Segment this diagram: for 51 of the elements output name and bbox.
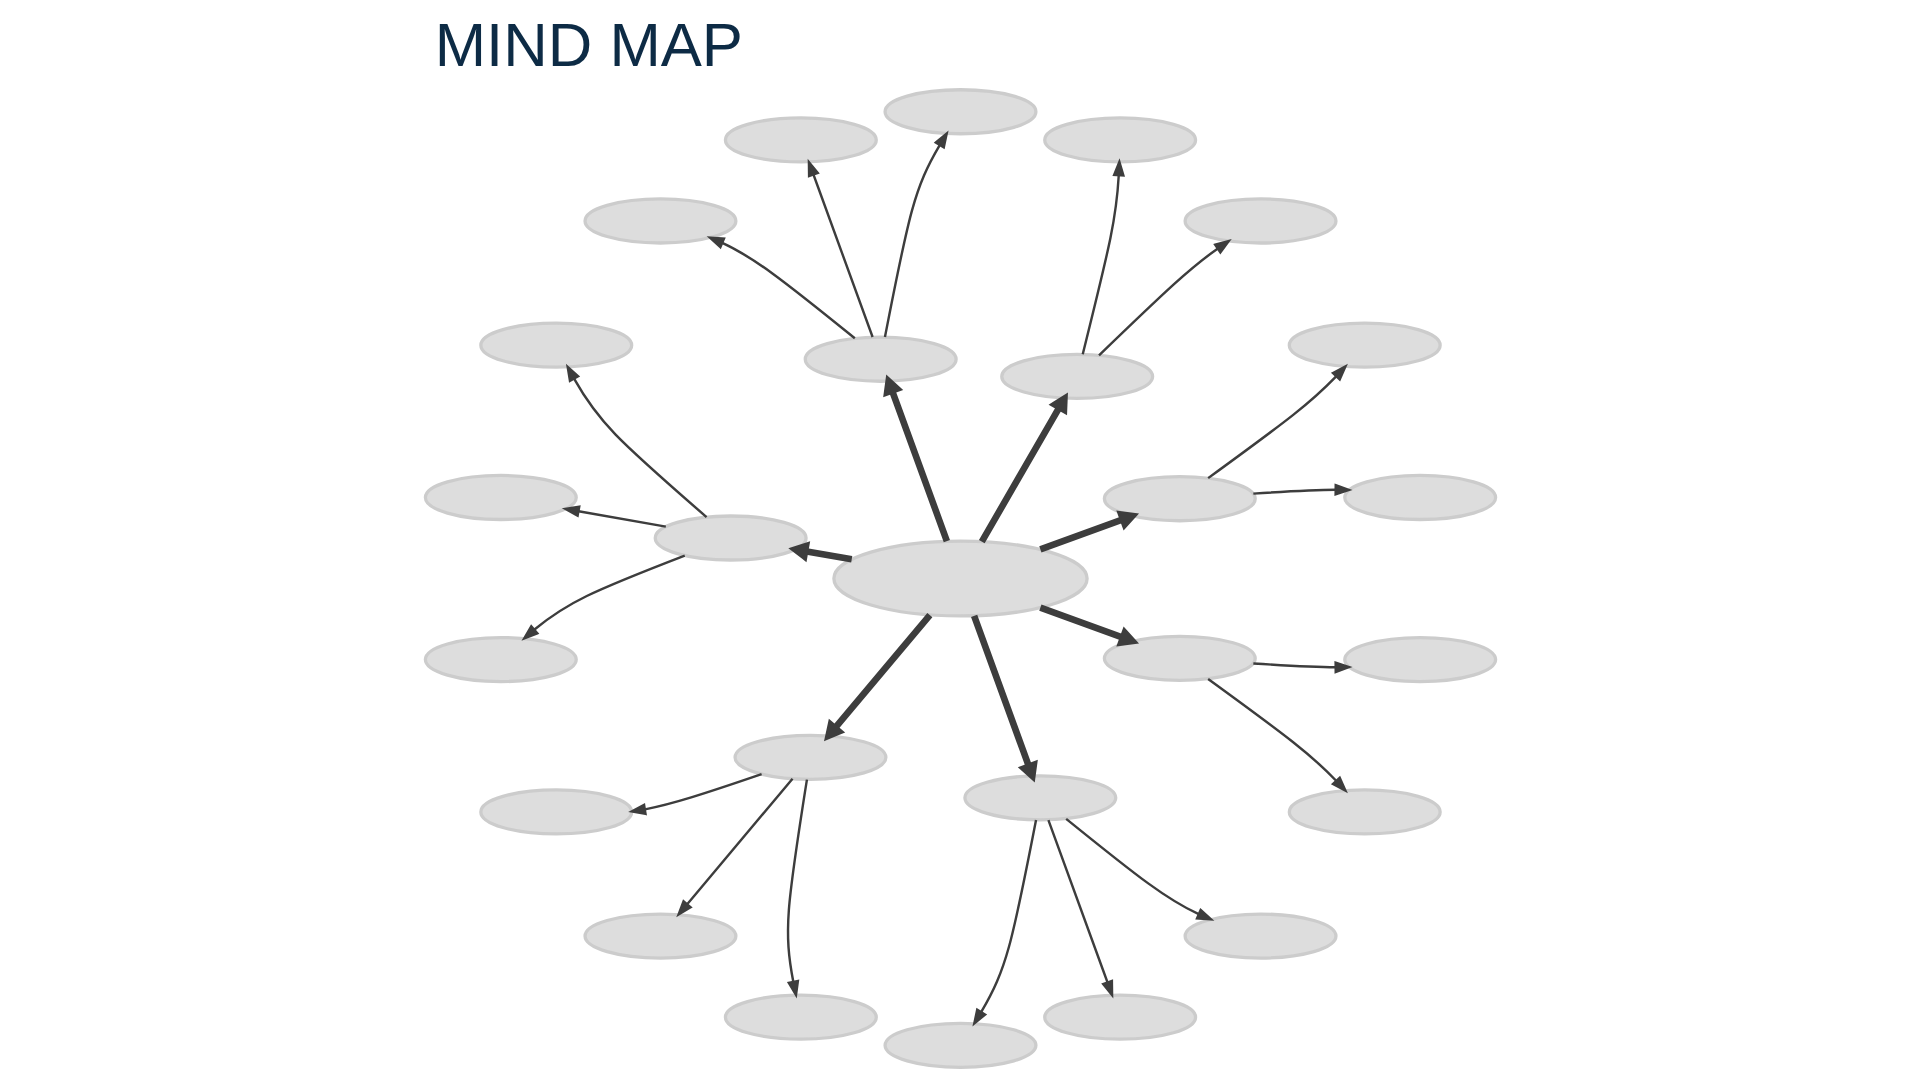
arrow bbox=[1046, 819, 1113, 999]
arrow bbox=[1097, 239, 1232, 357]
arrow bbox=[970, 614, 1038, 783]
arrow bbox=[786, 779, 808, 999]
arrow bbox=[1252, 483, 1353, 497]
arrow bbox=[807, 158, 874, 338]
node-ellipse bbox=[732, 733, 888, 781]
arrow bbox=[1081, 158, 1125, 355]
node-ellipse bbox=[1042, 993, 1197, 1041]
node-ellipse bbox=[803, 335, 958, 383]
node-ellipse bbox=[582, 912, 737, 960]
arrow bbox=[1252, 660, 1353, 674]
node-ellipse bbox=[423, 473, 578, 522]
node-ellipse bbox=[1182, 197, 1338, 245]
arrow bbox=[787, 541, 852, 563]
node-ellipse bbox=[723, 993, 878, 1041]
arrow bbox=[823, 612, 932, 742]
arrow bbox=[1064, 817, 1214, 921]
node-ellipse bbox=[831, 539, 1089, 618]
arrow bbox=[883, 130, 949, 338]
node-ellipse bbox=[882, 1021, 1038, 1069]
arrow bbox=[520, 554, 685, 641]
arrow bbox=[627, 773, 762, 816]
node-ellipse bbox=[1342, 635, 1497, 684]
arrow bbox=[1206, 677, 1348, 794]
node-ellipse bbox=[478, 788, 633, 836]
arrow bbox=[882, 374, 950, 543]
arrow bbox=[675, 777, 793, 918]
node-ellipse bbox=[1182, 912, 1338, 960]
node-ellipse bbox=[882, 88, 1038, 136]
node-ellipse bbox=[1042, 116, 1197, 164]
node-ellipse bbox=[1287, 321, 1442, 369]
arrow bbox=[561, 505, 666, 528]
arrow bbox=[1206, 363, 1348, 480]
arrow bbox=[971, 819, 1037, 1027]
node-ellipse bbox=[1287, 788, 1442, 836]
diagram-title: MIND MAP bbox=[434, 10, 743, 80]
node-ellipse bbox=[478, 321, 633, 369]
node-ellipse bbox=[1102, 475, 1257, 523]
arrow bbox=[565, 363, 707, 518]
node-ellipse bbox=[999, 352, 1154, 401]
node-ellipse bbox=[1342, 473, 1497, 522]
arrow bbox=[1038, 604, 1139, 647]
node-ellipse bbox=[723, 116, 878, 164]
node-ellipse bbox=[962, 774, 1117, 822]
arrow bbox=[978, 392, 1068, 544]
arrow bbox=[1038, 510, 1139, 553]
arrow bbox=[706, 236, 856, 340]
node-ellipse bbox=[1102, 634, 1257, 682]
node-ellipse bbox=[582, 197, 737, 245]
node-ellipse bbox=[423, 635, 578, 684]
